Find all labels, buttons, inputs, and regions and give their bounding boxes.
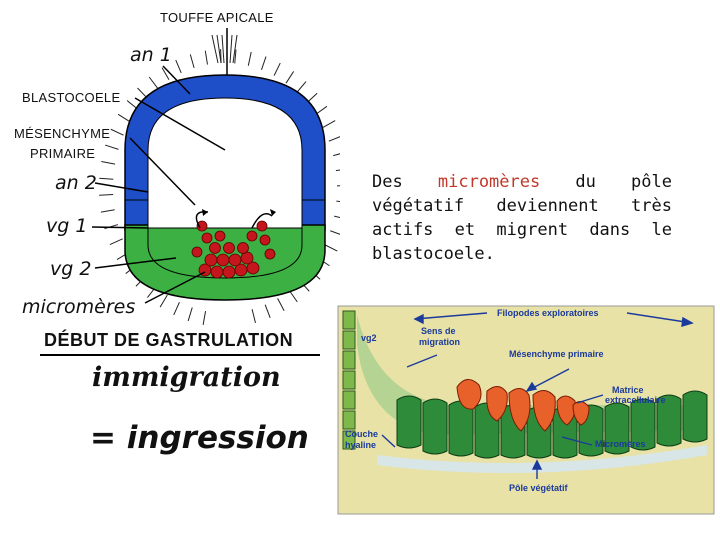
label-pole: Pôle végétatif xyxy=(509,483,569,493)
label-micromeres-right: Micromères xyxy=(595,439,646,449)
cilium xyxy=(161,67,170,80)
cilium xyxy=(117,113,131,123)
cilium xyxy=(159,294,168,308)
cilium xyxy=(328,136,340,142)
label-primaire: PRIMAIRE xyxy=(30,146,96,161)
cilium xyxy=(234,49,237,64)
pointer-arrows xyxy=(381,312,694,479)
pointer-lines xyxy=(91,28,228,304)
cilium xyxy=(333,153,340,157)
apical-tuft-hair xyxy=(221,34,225,64)
cilium xyxy=(173,301,180,316)
cilium xyxy=(288,290,298,303)
cilium xyxy=(175,59,182,74)
cilium xyxy=(334,215,340,218)
embryo-diagram xyxy=(40,28,340,356)
label-extracellulaire: extracellulaire xyxy=(605,395,666,405)
label-an2: an 2 xyxy=(55,172,97,194)
blastocoele-cavity xyxy=(147,97,303,231)
cilium xyxy=(251,309,256,323)
cilium xyxy=(324,244,338,252)
label-vg1: vg 1 xyxy=(46,215,88,237)
description-text: Des micromères du pôle végétatif devienn… xyxy=(372,170,672,266)
desc-before: Des xyxy=(372,172,438,192)
label-blastocoele: BLASTOCOELE xyxy=(22,90,121,105)
term-ingression: = ingression xyxy=(90,420,309,456)
cilium xyxy=(285,71,295,84)
label-an1: an 1 xyxy=(130,44,172,66)
label-filopodes: Filopodes exploratoires xyxy=(497,308,599,318)
apical-tuft-hair xyxy=(216,34,222,64)
cilium xyxy=(273,62,281,76)
cilium xyxy=(148,76,158,89)
label-migration: migration xyxy=(419,337,460,347)
label-matrice: Matrice xyxy=(612,385,644,395)
label-mesenchyme: MÉSENCHYME xyxy=(14,126,111,141)
cilium xyxy=(101,160,116,165)
migrating-cells xyxy=(456,379,590,432)
migration-diagram: Filopodes exploratoires vg2 Sens de migr… xyxy=(337,305,715,515)
label-sens: Sens de xyxy=(421,326,456,336)
label-mesenchyme-right: Mésenchyme primaire xyxy=(509,349,604,359)
cilium xyxy=(99,194,114,196)
term-immigration: immigration xyxy=(92,362,281,393)
label-touffe-apicale: TOUFFE APICALE xyxy=(160,10,274,25)
apical-tuft-hair xyxy=(232,34,238,64)
label-micromeres: micromères xyxy=(22,296,136,318)
cilium xyxy=(264,304,271,318)
hyaline-layer xyxy=(377,445,707,473)
cilium xyxy=(247,51,252,66)
label-vg2-right: vg2 xyxy=(361,333,377,343)
cilium xyxy=(99,177,114,180)
label-vg2: vg 2 xyxy=(50,258,92,280)
cilium xyxy=(260,56,267,70)
cilium xyxy=(187,307,193,322)
cilium xyxy=(204,50,208,65)
cilium xyxy=(202,311,207,325)
cilium xyxy=(100,209,115,213)
cilium xyxy=(336,200,340,202)
label-couche: Couche xyxy=(345,429,378,439)
desc-highlight: micromères xyxy=(437,172,541,192)
cilium xyxy=(322,120,336,128)
cilium xyxy=(277,298,285,311)
migration-arrow-right xyxy=(251,213,273,229)
cilium xyxy=(105,144,119,150)
desc-after: du pôle végétatif deviennent très actifs… xyxy=(372,172,672,264)
cilium xyxy=(330,230,340,235)
left-cell-column xyxy=(342,310,356,450)
micromeres-cluster xyxy=(191,220,276,279)
cilium xyxy=(189,54,195,68)
apical-tuft-hair xyxy=(229,34,233,64)
apical-tuft-hair xyxy=(211,34,219,64)
cilium xyxy=(296,81,307,93)
cilium xyxy=(109,238,123,245)
cilium xyxy=(110,128,124,136)
cilium xyxy=(335,169,340,172)
diagram-title: DÉBUT DE GASTRULATION xyxy=(44,330,294,350)
label-hyaline: hyaline xyxy=(345,440,376,450)
